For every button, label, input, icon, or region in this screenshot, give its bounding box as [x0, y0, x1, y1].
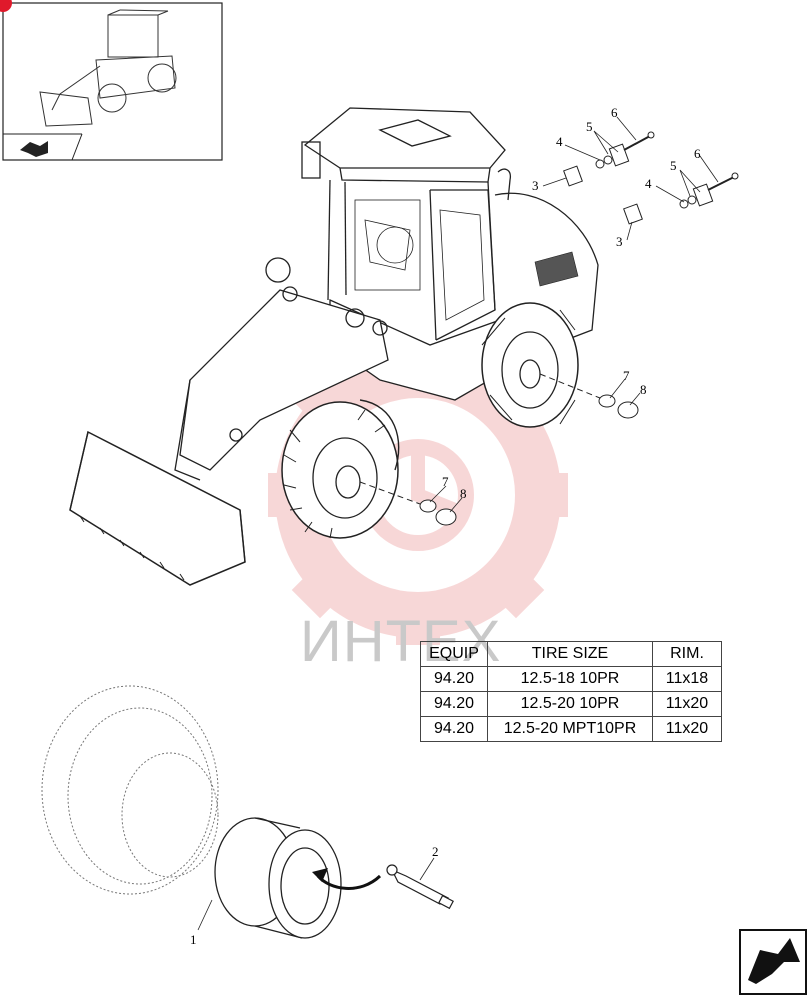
callout-4-lower: 4 — [645, 176, 652, 191]
rim — [214, 817, 342, 939]
valve-stem — [386, 864, 454, 910]
callout-5-lower: 5 — [670, 158, 677, 173]
header-equip: EQUIP — [420, 641, 488, 667]
table-header-row: EQUIP TIRE SIZE RIM. — [420, 641, 722, 667]
thumbnail-loader — [39, 9, 177, 127]
rotation-arrow — [312, 868, 382, 890]
callout-7-rear: 7 — [623, 368, 630, 383]
cell-rim: 11x20 — [652, 716, 722, 742]
navigate-icon[interactable] — [20, 141, 48, 157]
callout-6-lower: 6 — [694, 146, 701, 161]
callout-7-front: 7 — [442, 474, 449, 489]
cell-rim: 11x18 — [652, 666, 722, 692]
header-tire-size: TIRE SIZE — [487, 641, 653, 667]
callout-3-upper: 3 — [532, 178, 539, 193]
cell-rim: 11x20 — [652, 691, 722, 717]
callout-8-front: 8 — [460, 486, 467, 501]
wheel-loader — [69, 107, 599, 586]
cell-equip: 94.20 — [420, 716, 488, 742]
callout-2: 2 — [432, 844, 439, 859]
tire-spec-table: EQUIP TIRE SIZE RIM. 94.20 12.5-18 10PR … — [420, 641, 722, 742]
hardware-group-lower — [623, 172, 739, 225]
assembly-lines — [359, 373, 601, 505]
page-badge — [0, 0, 12, 12]
tire-outline — [41, 685, 219, 895]
callout-4-upper: 4 — [556, 134, 563, 149]
hub-caps-rear — [598, 394, 639, 419]
cell-tire-size: 12.5-20 10PR — [487, 691, 653, 717]
cell-tire-size: 12.5-20 MPT10PR — [487, 716, 653, 742]
hub-caps-front — [419, 499, 457, 526]
cell-tire-size: 12.5-18 10PR — [487, 666, 653, 692]
callout-8-rear: 8 — [640, 382, 647, 397]
leader-lines — [197, 116, 719, 931]
table-row: 94.20 12.5-20 MPT10PR 11x20 — [420, 716, 722, 742]
cell-equip: 94.20 — [420, 666, 488, 692]
callout-1: 1 — [190, 932, 197, 947]
callout-6-upper: 6 — [611, 105, 618, 120]
thumbnail-box — [0, 0, 223, 161]
header-rim: RIM. — [652, 641, 722, 667]
table-row: 94.20 12.5-20 10PR 11x20 — [420, 691, 722, 717]
callout-5-upper: 5 — [586, 119, 593, 134]
hardware-group-upper — [563, 131, 655, 187]
next-page-icon[interactable] — [739, 929, 807, 995]
table-row: 94.20 12.5-18 10PR 11x18 — [420, 666, 722, 692]
callout-3-lower: 3 — [616, 234, 623, 249]
cell-equip: 94.20 — [420, 691, 488, 717]
